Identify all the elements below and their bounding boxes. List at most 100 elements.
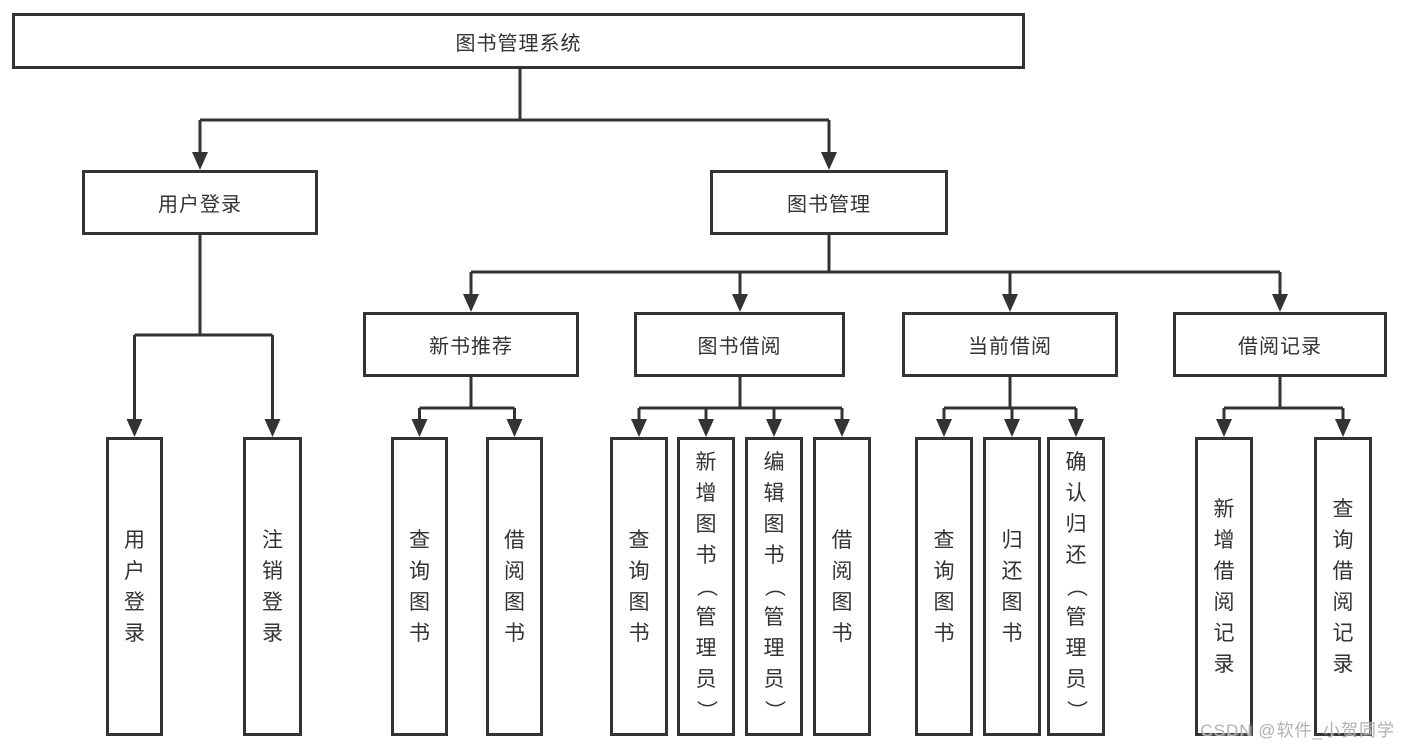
arrowhead-down-icon: [506, 419, 523, 437]
arrowhead-down-icon: [192, 152, 208, 170]
leaf-current-confirm-return-admin: 确认归还（管理员）: [1047, 437, 1105, 736]
vertical-char: 图: [409, 590, 430, 614]
node-user-login: 用户登录: [82, 170, 318, 235]
vertical-char: （: [694, 576, 718, 597]
vertical-char: 管: [763, 606, 785, 629]
arrowhead-down-icon: [1004, 419, 1020, 437]
vertical-char: 借: [504, 528, 525, 552]
connector-current-children: [936, 377, 1084, 437]
vertical-char: 查: [628, 528, 650, 552]
vertical-char: 查: [933, 528, 955, 552]
arrowhead-down-icon: [631, 419, 647, 437]
arrowhead-down-icon: [264, 419, 281, 437]
node-label: 当前借阅: [968, 336, 1052, 358]
node-root: 图书管理系统: [12, 13, 1025, 69]
vertical-char: 录: [1332, 652, 1354, 676]
arrowhead-down-icon: [1068, 419, 1084, 437]
vertical-char: 书: [628, 621, 650, 645]
vertical-char: 查: [409, 528, 430, 552]
vertical-char: 管: [695, 606, 717, 629]
vertical-char: 管: [1065, 606, 1087, 629]
vertical-char: 阅: [1213, 590, 1235, 614]
vertical-char: 新: [1213, 497, 1235, 521]
vertical-char: 书: [763, 544, 785, 567]
vertical-char: 认: [1065, 482, 1087, 505]
leaf-records-add-record: 新增借阅记录: [1195, 437, 1253, 736]
vertical-char: 户: [124, 559, 145, 583]
vertical-char: 书: [933, 621, 955, 645]
leaf-newbook-query-books: 查询图书: [391, 437, 448, 736]
vertical-char: 图: [504, 590, 525, 614]
arrowhead-down-icon: [1216, 419, 1232, 437]
vertical-char: 借: [831, 528, 853, 552]
vertical-char: 图: [763, 513, 785, 536]
arrowhead-down-icon: [936, 419, 952, 437]
vertical-char: 注: [262, 528, 283, 552]
arrowhead-down-icon: [698, 419, 714, 437]
leaf-borrow-add-book-admin: 新增图书（管理员）: [677, 437, 735, 736]
vertical-char: 图: [831, 590, 853, 614]
vertical-char: 书: [409, 621, 430, 645]
vertical-char: 书: [1001, 621, 1023, 645]
vertical-char: 登: [124, 590, 145, 614]
leaf-borrow-edit-book-admin: 编辑图书（管理员）: [745, 437, 803, 736]
vertical-char: 还: [1001, 559, 1023, 583]
vertical-char: 录: [262, 621, 283, 645]
connector-user-login-children: [126, 234, 281, 437]
arrowhead-down-icon: [1272, 294, 1288, 312]
vertical-char: 增: [1213, 528, 1235, 552]
vertical-char: 登: [262, 590, 283, 614]
arrowhead-down-icon: [411, 419, 428, 437]
vertical-char: （: [762, 576, 786, 597]
leaf-borrow-query-books: 查询图书: [610, 437, 668, 736]
vertical-char: ）: [1064, 700, 1088, 721]
vertical-char: 阅: [1332, 590, 1354, 614]
vertical-char: 记: [1332, 621, 1354, 645]
vertical-char: 询: [933, 559, 955, 583]
connector-borrow-children: [631, 377, 850, 437]
leaf-logout: 注销登录: [243, 437, 302, 736]
vertical-char: 员: [763, 668, 785, 691]
connector-records-children: [1216, 377, 1351, 437]
node-current-borrow: 当前借阅: [902, 312, 1118, 377]
vertical-char: 阅: [831, 559, 853, 583]
leaf-user-login: 用户登录: [106, 437, 163, 736]
node-book-borrow: 图书借阅: [634, 312, 845, 377]
vertical-char: 归: [1065, 513, 1087, 536]
leaf-current-query-books: 查询图书: [915, 437, 973, 736]
arrowhead-down-icon: [821, 152, 837, 170]
connector-new-book-children: [411, 377, 523, 437]
vertical-char: （: [1064, 576, 1088, 597]
vertical-char: 记: [1213, 621, 1235, 645]
vertical-char: 图: [933, 590, 955, 614]
vertical-char: 理: [695, 637, 717, 660]
node-new-book-recommend: 新书推荐: [363, 312, 579, 377]
node-label: 图书管理: [787, 194, 871, 216]
vertical-char: 书: [695, 544, 717, 567]
vertical-char: 询: [1332, 528, 1354, 552]
arrowhead-down-icon: [766, 419, 782, 437]
vertical-char: ）: [694, 700, 718, 721]
node-label: 图书管理系统: [455, 32, 582, 55]
vertical-char: 员: [1065, 668, 1087, 691]
vertical-char: 录: [124, 621, 145, 645]
vertical-char: 书: [504, 621, 525, 645]
vertical-char: 理: [1065, 637, 1087, 660]
leaf-borrow-borrow-books: 借阅图书: [813, 437, 871, 736]
node-borrow-records: 借阅记录: [1173, 312, 1387, 377]
csdn-watermark: CSDN @软件_小贺同学: [1200, 721, 1395, 740]
vertical-char: 书: [831, 621, 853, 645]
vertical-char: 图: [695, 513, 717, 536]
leaf-current-return-books: 归还图书: [983, 437, 1041, 736]
node-label: 用户登录: [158, 194, 242, 216]
connector-book-mgmt-children: [463, 235, 1288, 312]
vertical-char: 编: [763, 451, 785, 474]
vertical-char: 阅: [504, 559, 525, 583]
connector-root-to-level2: [192, 69, 837, 170]
node-label: 图书借阅: [697, 336, 782, 358]
vertical-char: 借: [1332, 559, 1354, 583]
arrowhead-down-icon: [1335, 419, 1351, 437]
node-label: 新书推荐: [429, 336, 513, 358]
